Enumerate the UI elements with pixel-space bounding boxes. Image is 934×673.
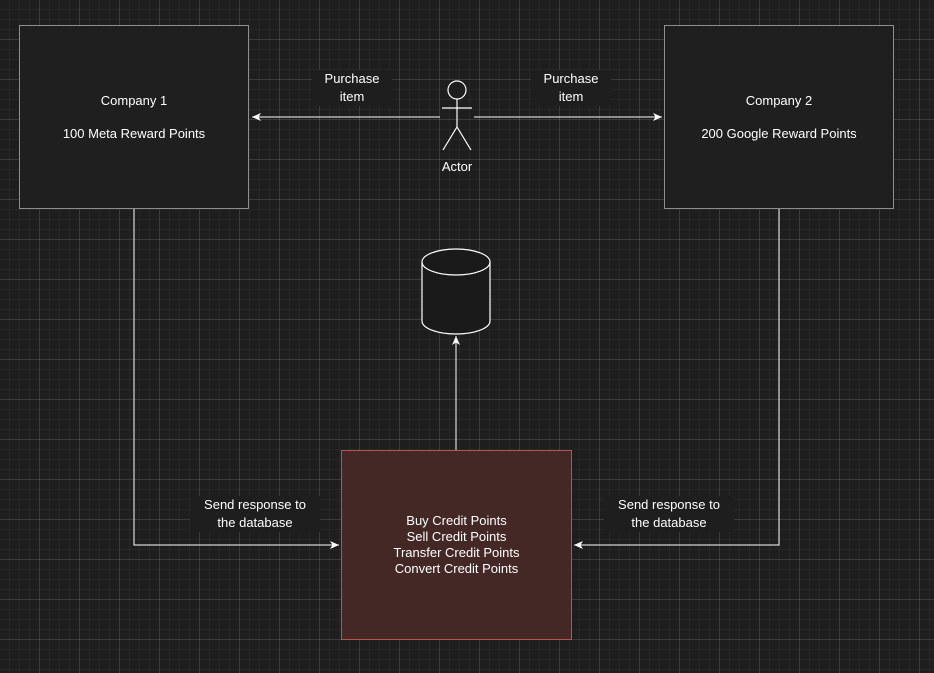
actor-icon [442, 80, 472, 151]
actor-label: Actor [441, 159, 473, 174]
company2-title: Company 2 [745, 92, 813, 108]
credit-operations-box[interactable]: Buy Credit Points Sell Credit Points Tra… [341, 450, 572, 640]
ops-line-buy: Buy Credit Points [406, 513, 507, 528]
company1-box[interactable]: Company 1 100 Meta Reward Points [19, 25, 249, 209]
company1-points: 100 Meta Reward Points [62, 125, 206, 141]
edge-company2-to-ops [574, 209, 780, 549]
company2-points: 200 Google Reward Points [701, 125, 857, 141]
edge-company1-to-ops [133, 209, 339, 549]
send-response-label-left: Send response to the database [190, 496, 320, 532]
ops-line-convert: Convert Credit Points [394, 561, 519, 576]
purchase-item-label-right: Purchase item [531, 70, 611, 106]
purchase-item-label-left: Purchase item [312, 70, 392, 106]
company1-title: Company 1 [100, 92, 168, 108]
company2-box[interactable]: Company 2 200 Google Reward Points [664, 25, 894, 209]
ops-line-transfer: Transfer Credit Points [393, 545, 520, 560]
send-response-label-right: Send response to the database [604, 496, 734, 532]
ops-line-sell: Sell Credit Points [406, 529, 507, 544]
database-icon [421, 248, 491, 335]
